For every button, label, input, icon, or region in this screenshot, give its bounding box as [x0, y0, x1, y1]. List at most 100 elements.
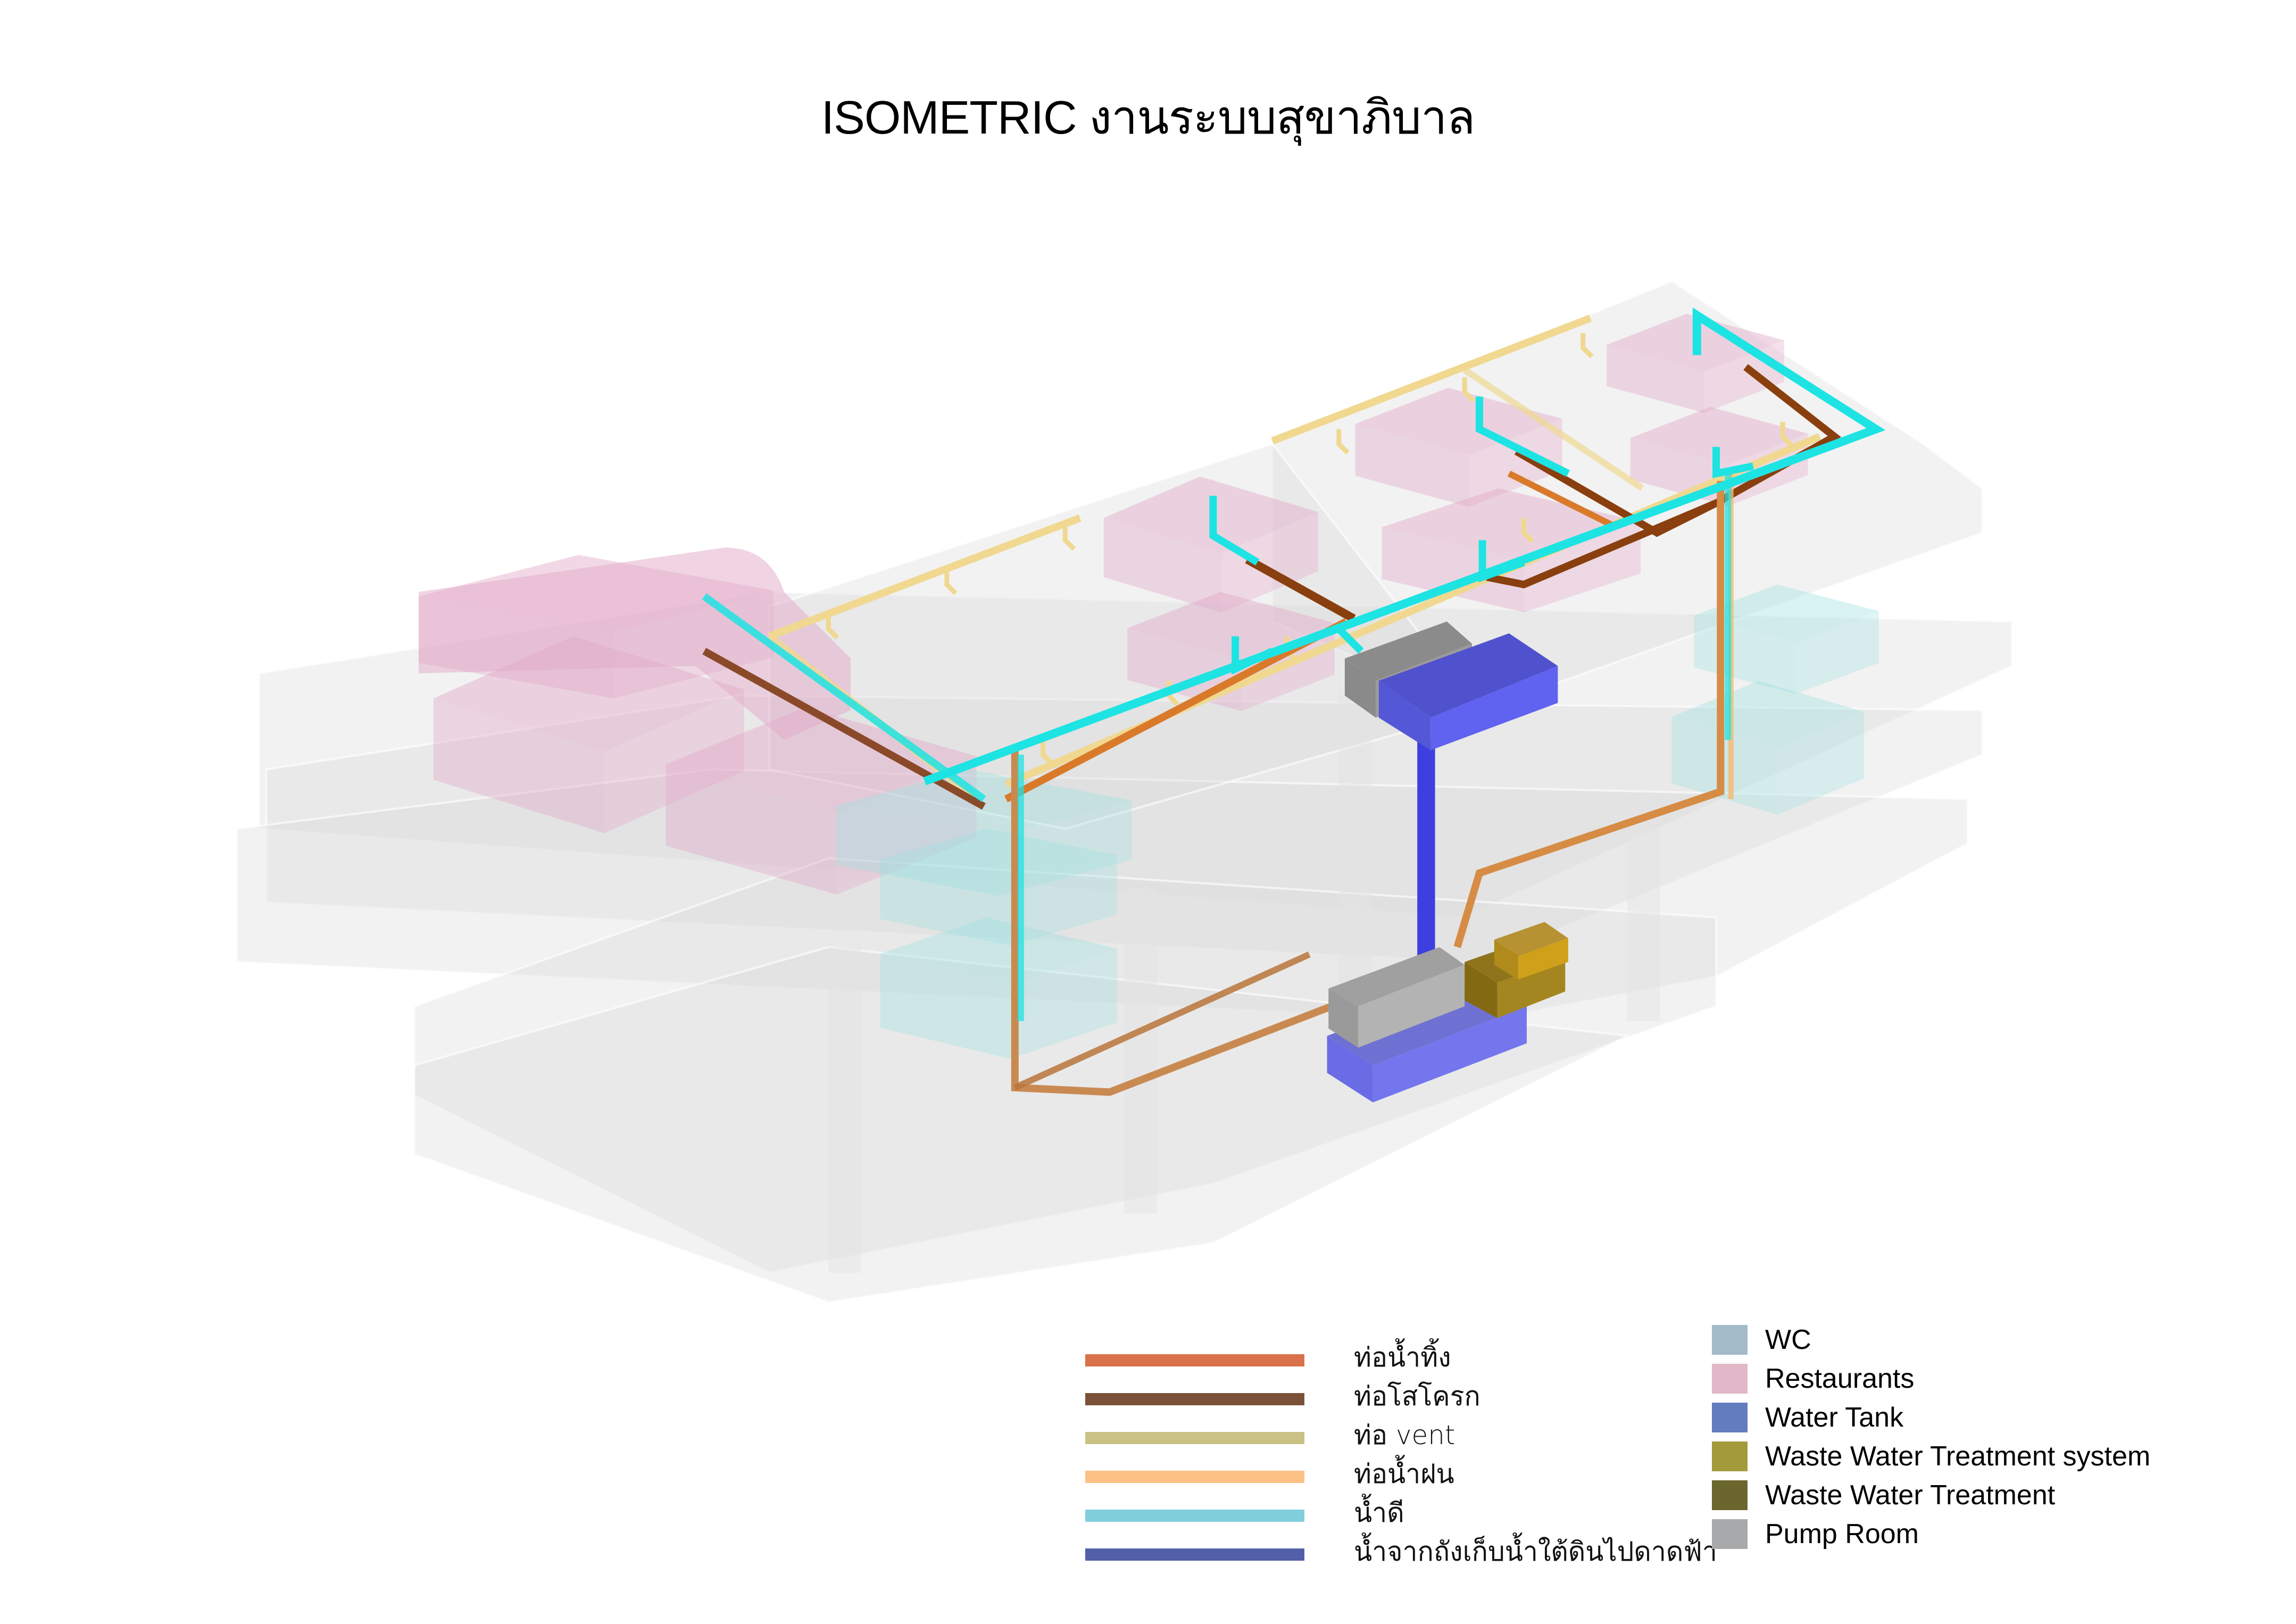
wc-zone-right-face	[1777, 711, 1865, 815]
ground-pump-room-left-face	[1328, 988, 1358, 1048]
wc-zone-right-face	[999, 800, 1132, 896]
waste-water-treatment-right-face	[1497, 959, 1566, 1018]
restaurant-zone-right-face	[836, 756, 977, 895]
wc-zone-top	[1694, 584, 1879, 642]
waste-pipe	[1453, 480, 1725, 948]
roof-pump-room-top	[1344, 622, 1473, 681]
legend-label: WC	[1765, 1324, 1811, 1355]
roof-pump-room-left-face	[1344, 658, 1376, 718]
vent-hanger	[944, 569, 958, 595]
legend-label: ท่อน้ำทิ้ง	[1354, 1342, 1451, 1373]
restaurant-zone-right-face	[1221, 512, 1318, 613]
restaurant-zone-left-face	[1607, 345, 1704, 413]
legend-swatch	[1712, 1325, 1748, 1355]
vent-pipe	[768, 514, 1082, 640]
legend-label: Restaurants	[1765, 1363, 1915, 1394]
clean-water-pipe	[1476, 396, 1570, 477]
ground-pump-room	[1328, 947, 1465, 1048]
clean-water-pipe	[1712, 446, 1754, 478]
wc-zone-left-face	[1671, 717, 1778, 815]
roof-water-tank-right-face	[1430, 666, 1558, 750]
wc-zone-top	[880, 828, 1117, 886]
legend-swatch	[1712, 1480, 1748, 1510]
page-title: ISOMETRIC งานระบบสุขาภิบาล	[821, 91, 1476, 144]
waste-pipe	[1004, 618, 1348, 802]
waste-pipe	[1011, 747, 1333, 1096]
vent-hanger	[1521, 518, 1535, 543]
vent-hanger	[1462, 377, 1476, 403]
wc-zone-right-face	[1010, 855, 1117, 946]
wc-zone-right-face	[1010, 948, 1117, 1059]
vent-hanger	[1336, 429, 1350, 455]
sewage-pipe	[1486, 364, 1841, 589]
restaurant-zone-right-face	[1469, 419, 1562, 507]
legend-label: น้ำจากถังเก็บน้ำใต้ดินไปดาดฟ้า	[1354, 1536, 1717, 1567]
restaurant-zone-right-face	[604, 689, 744, 833]
clean-water-pipe	[702, 593, 986, 802]
tank-to-roof-pipe	[1417, 740, 1435, 962]
vent-pipe	[1462, 367, 1644, 491]
column	[1627, 828, 1660, 1021]
legend-swatch	[1085, 1354, 1304, 1366]
legend-label: Waste Water Treatment	[1765, 1480, 2056, 1511]
vent-hanger	[1580, 333, 1594, 359]
legend-swatch	[1085, 1548, 1304, 1561]
wc-zone-left-face	[836, 806, 999, 896]
equipment	[1327, 622, 1568, 1103]
restaurant-zone-main	[419, 547, 851, 740]
legend-label: ท่อโสโครก	[1354, 1381, 1480, 1412]
wc-zone-left-face	[880, 859, 1011, 946]
wc-zone-left-face	[880, 954, 1011, 1059]
waste-water-treatment-system	[1494, 922, 1568, 980]
ground-water-tank-left-face	[1327, 1035, 1373, 1103]
legend-swatch	[1712, 1403, 1748, 1432]
floor-slab	[768, 442, 1482, 830]
restaurant-zone-left-face	[1103, 518, 1222, 613]
roof-water-tank-top	[1378, 633, 1558, 718]
legend-label: ท่อน้ำฝน	[1354, 1459, 1454, 1489]
legend-swatch	[1712, 1441, 1748, 1471]
vent-hanger	[1041, 740, 1054, 766]
restaurant-zone-top	[1355, 387, 1562, 455]
restaurant-zone-top	[665, 707, 977, 814]
restaurant-zone-top	[1630, 407, 1808, 465]
legend-label: ท่อ vent	[1354, 1420, 1455, 1451]
restaurant-zone	[665, 707, 977, 895]
ground-pump-room-top	[1328, 947, 1465, 1007]
restaurant-zone	[1355, 387, 1562, 507]
pipe-network	[702, 307, 1886, 1096]
legend-swatch	[1085, 1510, 1304, 1522]
legend-swatch	[1712, 1364, 1748, 1394]
legend-swatch	[1085, 1471, 1304, 1483]
floor-slab	[413, 946, 1632, 1304]
vent-hanger	[826, 614, 839, 640]
ground-water-tank-right-face	[1372, 1006, 1527, 1103]
wc-zone	[880, 917, 1117, 1059]
legend-swatch	[1085, 1393, 1304, 1405]
restaurant-zone-top	[1127, 592, 1335, 659]
roof-water-tank	[1378, 633, 1558, 750]
vent-hanger	[1062, 525, 1076, 551]
restaurant-zone-left-face	[433, 698, 604, 833]
clean-water-pipe	[1209, 495, 1260, 566]
legend-swatch	[1085, 1432, 1304, 1444]
restaurant-zone-left-face	[1382, 527, 1525, 612]
waste-water-treatment-system-left-face	[1494, 939, 1518, 980]
clean-water-pipe	[1478, 540, 1525, 583]
sewage-pipe	[1245, 556, 1356, 623]
restaurant-zone-left-face	[1355, 424, 1469, 507]
clean-water-pipe	[1232, 636, 1274, 675]
waste-water-treatment-system-right-face	[1518, 938, 1568, 980]
clean-water-pipe	[1336, 626, 1364, 654]
wc-zone	[880, 828, 1117, 946]
column	[1124, 888, 1157, 1214]
vent-pipe	[1271, 314, 1592, 445]
waste-pipe	[1013, 951, 1311, 1091]
wc-zone-top	[880, 917, 1117, 985]
restaurant-zone-left-face	[665, 764, 837, 895]
legend-swatch	[1712, 1519, 1748, 1549]
clean-water-pipe	[923, 307, 1886, 785]
wc-zone-right-face	[1795, 611, 1879, 694]
roof-water-tank-left-face	[1378, 681, 1431, 750]
